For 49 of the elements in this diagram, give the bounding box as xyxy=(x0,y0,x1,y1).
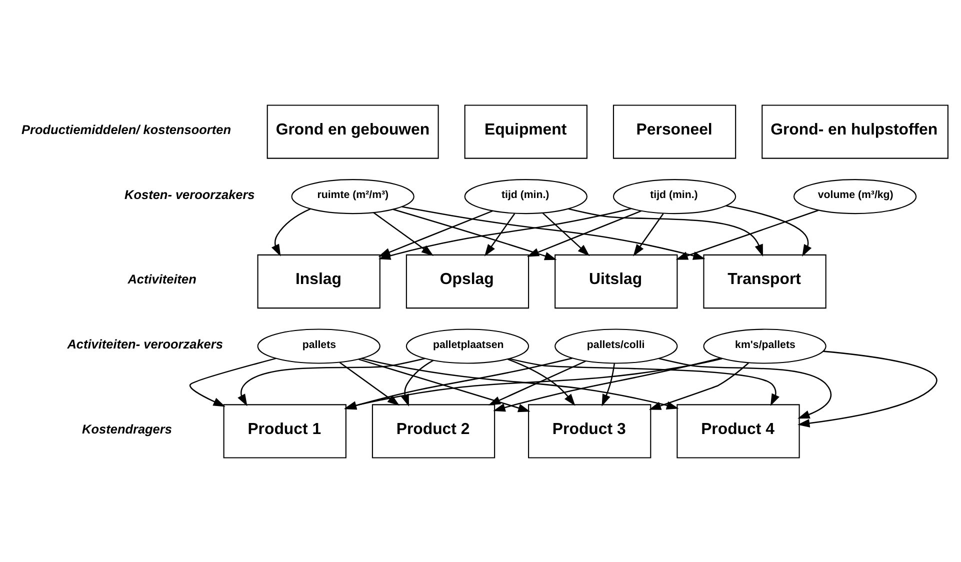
label: Kosten- veroorzakers xyxy=(124,186,255,202)
arrow xyxy=(493,357,721,412)
arrow xyxy=(602,362,616,406)
node-box: Equipment xyxy=(464,104,588,158)
node-ellipse: pallets/colli xyxy=(554,328,678,364)
node-box: Inslag xyxy=(257,254,380,308)
node-box: Transport xyxy=(703,254,826,308)
node-box: Opslag xyxy=(406,254,530,308)
node-ellipse: tijd (min.) xyxy=(612,178,736,214)
label: Kostendragers xyxy=(82,420,172,436)
node-box: Product 4 xyxy=(676,404,800,458)
label: Activiteiten xyxy=(128,271,196,286)
arrow xyxy=(238,357,425,406)
label: Activiteiten- veroorzakers xyxy=(67,336,223,351)
arrow xyxy=(190,357,276,406)
arrow xyxy=(339,361,400,406)
arrow xyxy=(484,212,516,256)
node-box: Grond en gebouwen xyxy=(266,104,439,158)
node-box: Product 2 xyxy=(372,404,496,458)
node-box: Product 3 xyxy=(528,404,652,458)
arrow xyxy=(392,208,557,260)
arrow xyxy=(542,212,590,256)
arrow xyxy=(648,362,749,410)
node-ellipse: volume (m³/kg) xyxy=(793,178,917,214)
arrow xyxy=(509,358,780,406)
node-ellipse: ruimte (m²/m³) xyxy=(291,178,414,214)
arrow xyxy=(633,212,664,256)
node-box: Personeel xyxy=(612,104,736,158)
node-ellipse: palletplaatsen xyxy=(406,328,530,364)
node-box: Grond- en hulpstoffen xyxy=(762,104,948,158)
node-ellipse: km's/pallets xyxy=(703,328,826,364)
arrow xyxy=(568,208,763,256)
arrow xyxy=(361,357,679,410)
label: Productiemiddelen/ kostensoorten xyxy=(22,122,232,137)
arrow xyxy=(507,358,576,406)
node-box: Uitslag xyxy=(554,254,678,308)
arrow xyxy=(358,358,530,412)
arrow xyxy=(676,209,818,260)
arrow xyxy=(526,210,642,256)
arrow xyxy=(658,357,832,418)
arrow xyxy=(488,360,586,405)
arrow xyxy=(726,204,812,256)
arrow xyxy=(402,206,706,260)
node-ellipse: pallets xyxy=(257,328,380,364)
node-box: Product 1 xyxy=(223,404,346,458)
node-ellipse: tijd (min.) xyxy=(464,178,588,214)
arrow xyxy=(400,359,434,406)
arrow xyxy=(271,208,311,256)
arrow xyxy=(798,350,938,427)
